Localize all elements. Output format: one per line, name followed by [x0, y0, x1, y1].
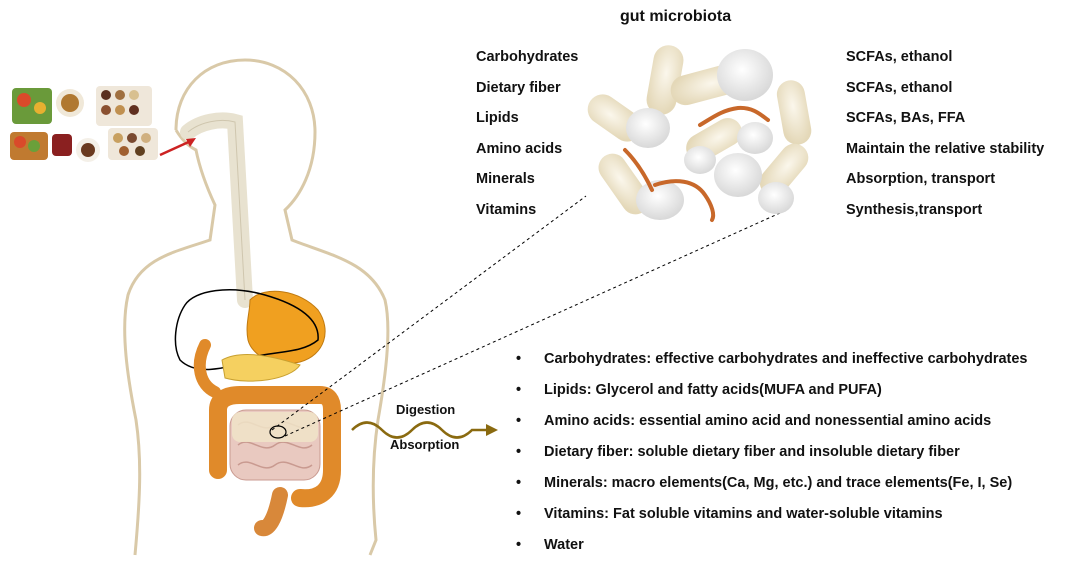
- liver-outline: [174, 289, 319, 371]
- function-item: SCFAs, BAs, FFA: [846, 110, 966, 126]
- bullet-dot: •: [516, 506, 522, 522]
- nutrient-item: Vitamins: [476, 201, 537, 218]
- nutrient-item: Amino acids: [476, 140, 563, 157]
- bullet-item: • Amino acids: essential amino acid and n…: [516, 406, 1028, 437]
- bullet-item: • Dietary fiber: soluble dietary fiber an…: [516, 437, 1028, 468]
- bullet-text: Lipids: Glycerol and fatty acids(MUFA an…: [544, 382, 882, 398]
- nutrient-item: Dietary fiber: [476, 79, 561, 96]
- pancreas: [221, 354, 301, 382]
- process-label-absorption: Absorption: [390, 437, 460, 452]
- bullet-item: • Water: [516, 530, 1028, 561]
- function-item: SCFAs, ethanol: [846, 49, 953, 65]
- bullet-dot: •: [516, 382, 522, 398]
- bullet-dot: •: [516, 444, 522, 460]
- bullet-dot: •: [516, 413, 522, 429]
- callout-line-lower: [284, 212, 781, 437]
- stomach: [246, 290, 326, 364]
- bullet-text: Amino acids: essential amino acid and no…: [544, 413, 992, 429]
- bullet-text: Minerals: macro elements(Ca, Mg, etc.) a…: [544, 475, 1013, 491]
- microbiota-cluster: [587, 45, 812, 222]
- bullet-item: • Vitamins: Fat soluble vitamins and wate…: [516, 499, 1028, 530]
- large-intestine: [209, 386, 341, 508]
- nutrient-item: Minerals: [476, 171, 535, 187]
- function-item: SCFAs, ethanol: [846, 79, 953, 96]
- bullet-text: Dietary fiber: soluble dietary fiber and…: [544, 444, 960, 460]
- bullet-dot: •: [516, 351, 522, 367]
- bullet-list: • Carbohydrates: effective carbohydrates …: [516, 344, 1028, 561]
- process-label-digestion: Digestion: [396, 402, 456, 417]
- process-wave-arrow: [351, 421, 488, 439]
- bullet-text: Carbohydrates: effective carbohydrates a…: [544, 351, 1028, 367]
- bullet-item: • Minerals: macro elements(Ca, Mg, etc.) …: [516, 468, 1028, 499]
- bullet-item: • Carbohydrates: effective carbohydrates …: [516, 344, 1028, 375]
- function-item: Synthesis,transport: [846, 201, 983, 218]
- bullet-item: • Lipids: Glycerol and fatty acids(MUFA a…: [516, 375, 1028, 406]
- nutrient-item: Lipids: [476, 110, 519, 126]
- bullet-text: Water: [544, 537, 584, 553]
- nutrient-item: Carbohydrates: [476, 49, 579, 65]
- nutrient-list: Carbohydrates Dietary fiber Lipids Amino…: [476, 42, 578, 225]
- function-item: Maintain the relative stability: [846, 140, 1045, 157]
- function-item: Absorption, transport: [846, 171, 996, 187]
- function-list: SCFAs, ethanol SCFAs, ethanol SCFAs, BAs…: [846, 42, 1044, 225]
- duodenum: [193, 339, 221, 398]
- bullet-dot: •: [516, 537, 522, 553]
- food-images: [10, 86, 158, 162]
- diagram-title: gut microbiota: [620, 8, 732, 25]
- bullet-dot: •: [516, 475, 522, 491]
- body-silhouette: [123, 58, 390, 556]
- bullet-text: Vitamins: Fat soluble vitamins and water…: [544, 506, 943, 522]
- callout-line-upper: [271, 195, 587, 431]
- intake-arrow: [159, 138, 194, 157]
